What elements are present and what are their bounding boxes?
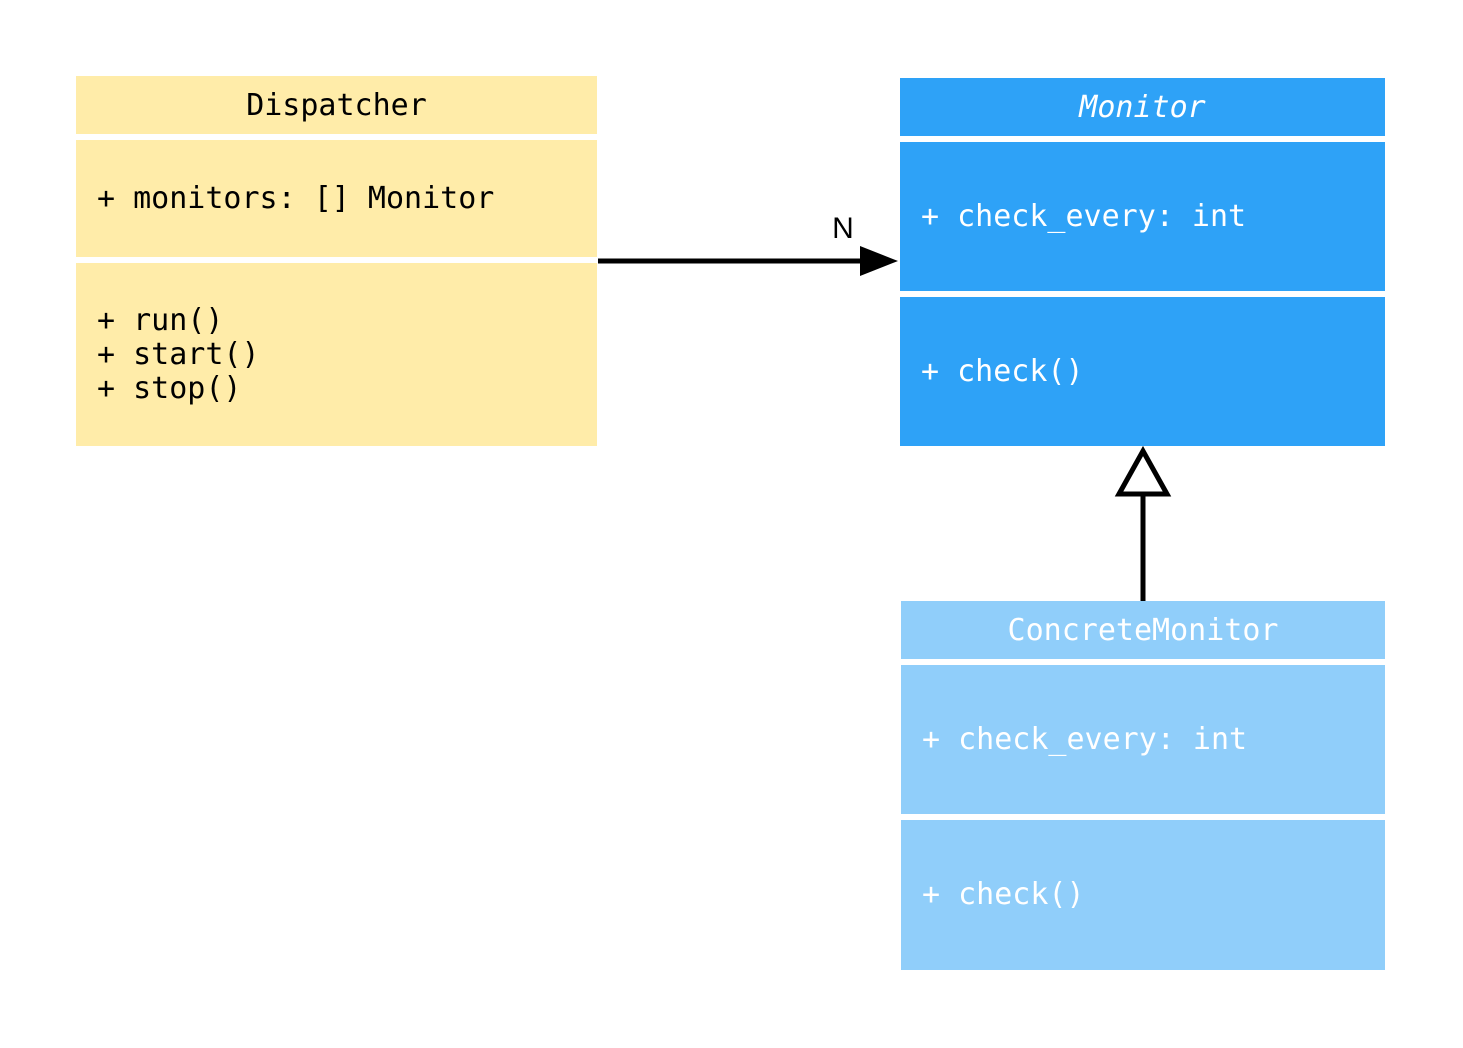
class-methods-dispatcher: + run() + start() + stop() [76, 263, 597, 446]
class-title-concretemonitor: ConcreteMonitor [901, 601, 1385, 659]
inheritance-arrow-concretemonitor-monitor [1114, 445, 1172, 601]
class-box-monitor: Monitor + check_every: int + check() [900, 78, 1385, 446]
multiplicity-label: N [832, 212, 854, 245]
class-box-dispatcher: Dispatcher + monitors: [] Monitor + run(… [76, 76, 597, 446]
method-line: + run() [97, 302, 224, 338]
class-methods-monitor: + check() [900, 297, 1385, 446]
attribute-line: + monitors: [] Monitor [97, 180, 495, 216]
method-line: + check() [922, 877, 1085, 912]
class-attributes-concretemonitor: + check_every: int [901, 665, 1385, 814]
hollow-triangle-arrowhead-icon [1114, 445, 1172, 497]
class-attributes-monitor: + check_every: int [900, 142, 1385, 291]
class-methods-concretemonitor: + check() [901, 820, 1385, 970]
method-line: + start() [97, 336, 260, 372]
class-attributes-dispatcher: + monitors: [] Monitor [76, 140, 597, 257]
filled-arrowhead-icon [860, 246, 898, 276]
attribute-line: + check_every: int [922, 721, 1248, 757]
association-arrow-dispatcher-monitor: N [598, 212, 898, 276]
class-box-concretemonitor: ConcreteMonitor + check_every: int + che… [901, 601, 1385, 971]
attribute-line: + check_every: int [921, 198, 1247, 234]
class-title-monitor: Monitor [900, 78, 1385, 136]
method-line: + check() [921, 353, 1084, 389]
class-title-dispatcher: Dispatcher [76, 76, 597, 134]
method-line: + stop() [97, 370, 242, 406]
